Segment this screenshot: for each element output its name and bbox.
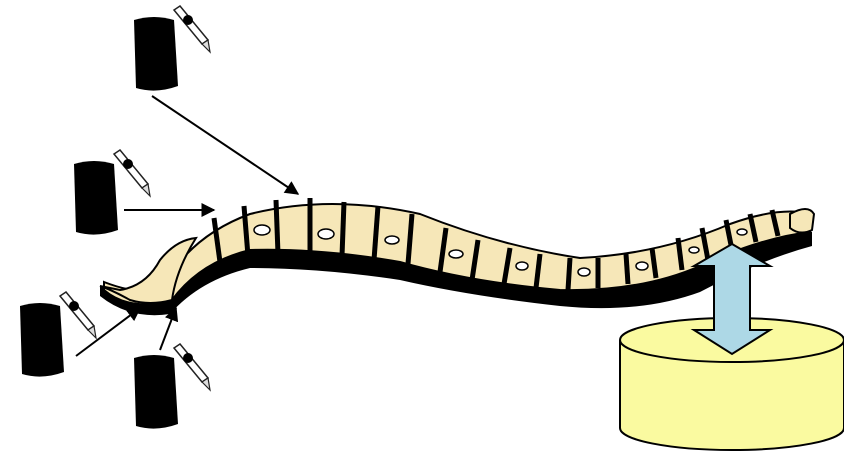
agent-pink	[70, 150, 150, 254]
double-arrow-icon	[694, 244, 770, 354]
agent-orange-left	[16, 292, 96, 396]
document-with-pen-icon	[70, 150, 150, 254]
document-with-pen-icon	[130, 6, 210, 110]
spine-clipart-icon	[100, 198, 814, 315]
document-with-pen-icon	[16, 292, 96, 396]
document-with-pen-icon	[130, 344, 210, 448]
arrow-gray-to-spine	[152, 96, 298, 194]
agent-gray	[130, 6, 210, 110]
agent-orange-bottom	[130, 344, 210, 448]
